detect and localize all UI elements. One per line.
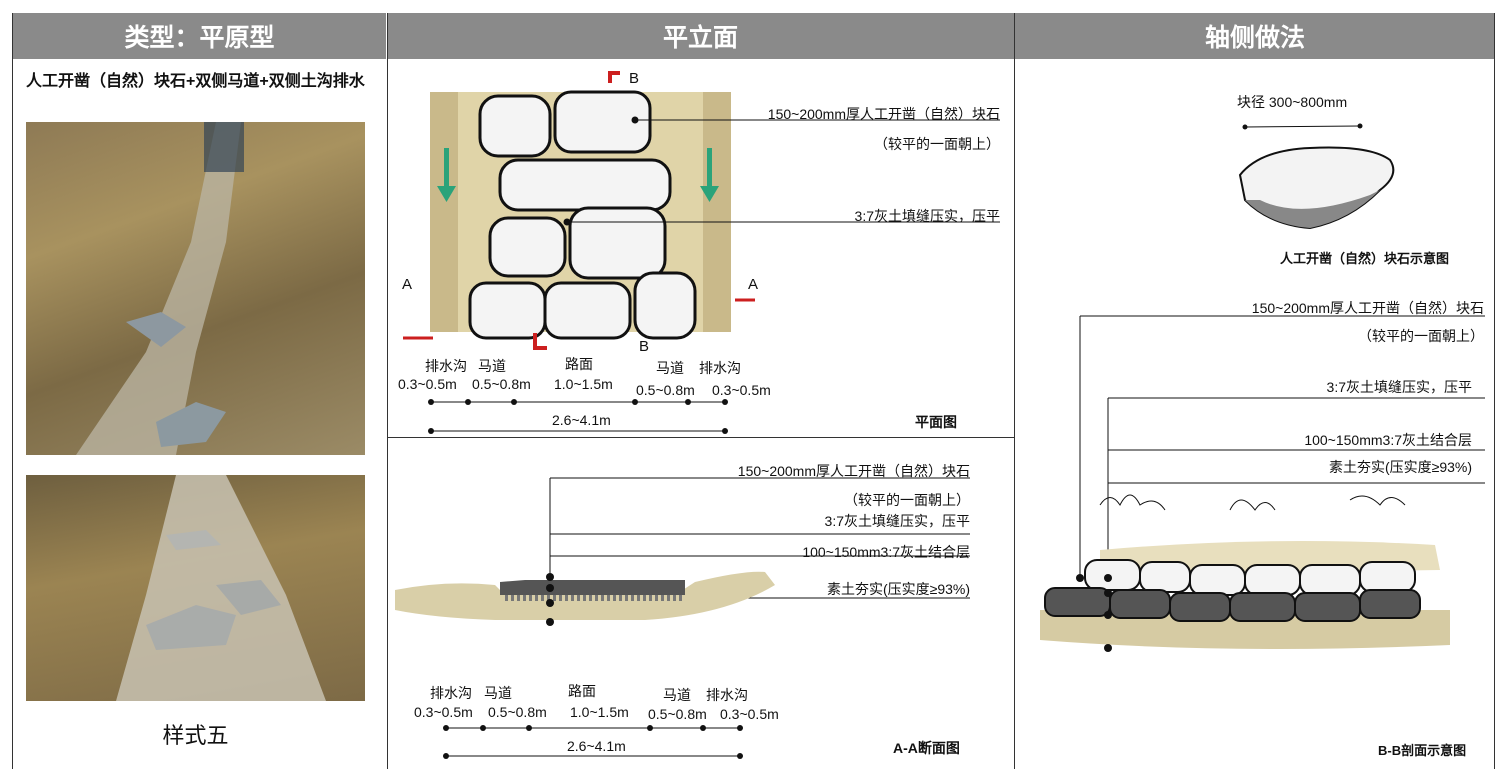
grid-line-mid1	[387, 13, 388, 769]
plan-label-stone: 150~200mm厚人工开凿（自然）块石	[767, 106, 1000, 122]
aa-label-stone: 150~200mm厚人工开凿（自然）块石	[737, 463, 970, 479]
grid-line-mid2	[1014, 13, 1015, 769]
axon-title: B-B剖面示意图	[1378, 743, 1467, 758]
axon-stone-drawing	[1238, 123, 1395, 230]
trail-2-graphic	[116, 475, 326, 701]
plan-divider	[387, 437, 1014, 438]
plan-drawing	[403, 71, 1000, 350]
axon-label-stone: 150~200mm厚人工开凿（自然）块石	[1251, 300, 1484, 316]
style-caption: 样式五	[162, 723, 229, 748]
aa-total-width: 2.6~4.1m	[567, 738, 626, 754]
axon-label-joint: 3:7灰土填缝压实，压平	[1326, 379, 1472, 395]
plan-total-width: 2.6~4.1m	[552, 412, 611, 428]
plan-dim-name-1: 排水沟	[425, 358, 467, 374]
plan-dim-name-3: 路面	[565, 356, 593, 372]
plan-marker-b-top: B	[629, 70, 640, 87]
aa-dim-value-5: 0.3~0.5m	[720, 706, 779, 722]
trail-1-graphic	[76, 122, 244, 455]
axon-label-base: 100~150mm3:7灰土结合层	[1304, 432, 1472, 448]
section-aa-drawing	[395, 477, 970, 626]
plan-dim-name-5: 排水沟	[699, 360, 741, 376]
aa-dim-value-1: 0.3~0.5m	[414, 704, 473, 720]
header-axon: 轴侧做法	[1015, 13, 1495, 59]
plan-marker-b-bottom: B	[639, 338, 650, 355]
axon-label-soil: 素土夯实(压实度≥93%)	[1328, 459, 1472, 475]
plan-dimension-lines	[428, 399, 728, 434]
aa-label-soil: 素土夯实(压实度≥93%)	[826, 581, 970, 597]
plan-dim-name-2: 马道	[478, 358, 506, 374]
plan-dim-value-2: 0.5~0.8m	[472, 376, 531, 392]
aa-title: A-A断面图	[893, 740, 960, 756]
aa-label-stone-note: （较平的一面朝上）	[844, 492, 970, 508]
drain-arrows	[437, 148, 719, 202]
plan-dim-value-5: 0.3~0.5m	[712, 382, 771, 398]
plan-dim-value-3: 1.0~1.5m	[554, 376, 613, 392]
aa-label-base: 100~150mm3:7灰土结合层	[802, 544, 970, 560]
header-plan: 平立面	[387, 13, 1015, 59]
aa-dim-name-4: 马道	[663, 687, 691, 703]
plan-dim-value-1: 0.3~0.5m	[398, 376, 457, 392]
photo-trail-1	[26, 122, 365, 455]
aa-dim-name-2: 马道	[484, 685, 512, 701]
plan-marker-a-right: A	[748, 276, 759, 293]
style-description: 人工开凿（自然）块石+双侧马道+双侧土沟排水	[26, 73, 365, 90]
aa-dimension-lines	[443, 725, 743, 759]
aa-dim-name-5: 排水沟	[706, 687, 748, 703]
aa-dim-name-3: 路面	[568, 683, 596, 699]
axon-stone-size: 块径 300~800mm	[1237, 94, 1348, 110]
plan-marker-a-left: A	[402, 276, 413, 293]
plan-dim-value-4: 0.5~0.8m	[636, 382, 695, 398]
aa-dim-value-3: 1.0~1.5m	[570, 704, 629, 720]
plan-dim-name-4: 马道	[656, 360, 684, 376]
aa-dim-name-1: 排水沟	[430, 685, 472, 701]
axon-stone-title: 人工开凿（自然）块石示意图	[1280, 251, 1450, 266]
grid-line-left	[12, 13, 13, 769]
axon-section-drawing	[1040, 315, 1485, 652]
aa-dim-value-2: 0.5~0.8m	[488, 704, 547, 720]
grid-line-right	[1494, 13, 1495, 769]
axon-label-stone-note: （较平的一面朝上）	[1358, 328, 1484, 344]
header-type: 类型：平原型	[13, 13, 387, 59]
plan-label-joint: 3:7灰土填缝压实，压平	[854, 208, 1000, 224]
plan-title: 平面图	[915, 414, 957, 430]
photo-trail-2	[26, 475, 365, 701]
plan-label-stone-note: （较平的一面朝上）	[874, 136, 1000, 152]
aa-label-joint: 3:7灰土填缝压实，压平	[824, 513, 970, 529]
aa-dim-value-4: 0.5~0.8m	[648, 706, 707, 722]
